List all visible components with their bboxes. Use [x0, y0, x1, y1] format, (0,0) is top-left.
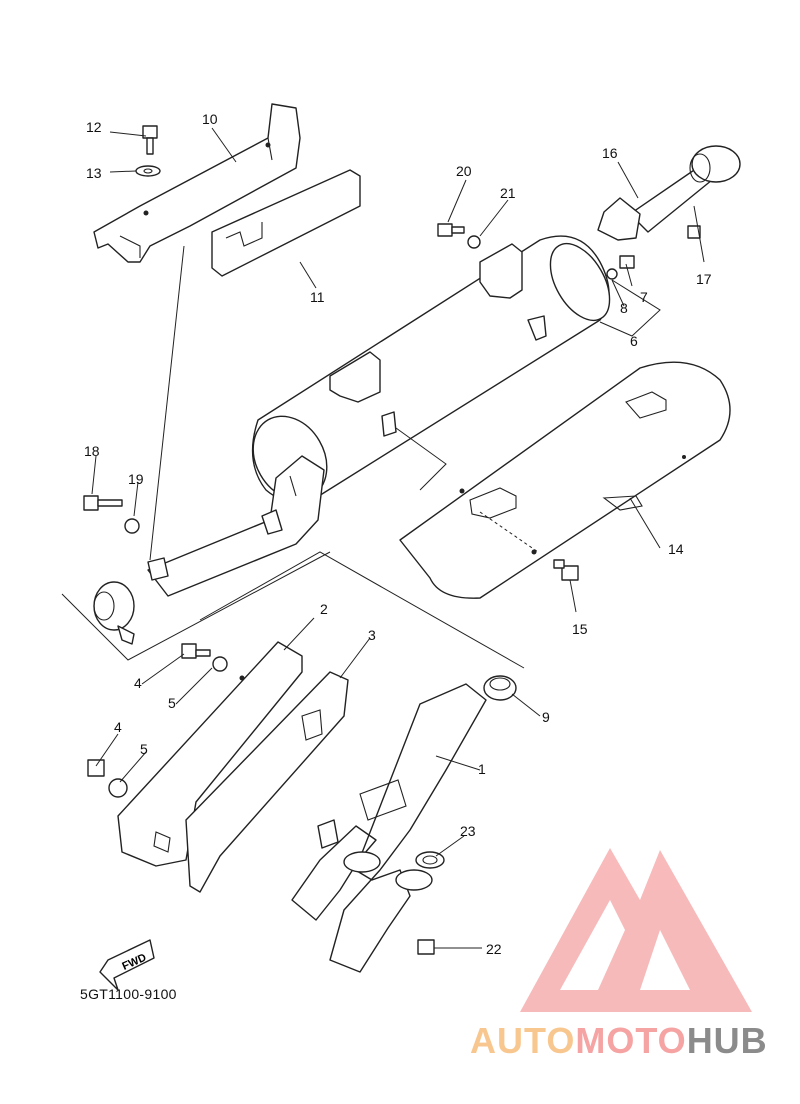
callout-14: 14	[668, 541, 684, 557]
part-18-bolt	[83, 495, 123, 511]
part-23-gasket	[415, 851, 445, 869]
fwd-arrow-icon: FWD	[99, 939, 155, 991]
part-11-gasket	[211, 169, 361, 277]
callout-5-upper: 5	[168, 695, 176, 711]
callout-6: 6	[630, 333, 638, 349]
part-6-muffler	[251, 235, 611, 503]
watermark-moto: MOTO	[575, 1020, 687, 1061]
callout-7: 7	[640, 289, 648, 305]
callout-4-upper: 4	[134, 675, 142, 691]
callout-16: 16	[602, 145, 618, 161]
part-17-bolt	[687, 225, 701, 239]
part-20-bolt	[437, 223, 465, 237]
callout-18: 18	[84, 443, 100, 459]
part-2-protector	[117, 641, 303, 867]
part-9-gasket	[483, 675, 517, 701]
part-3-protector	[185, 671, 349, 893]
callout-11: 11	[310, 289, 325, 305]
callout-8: 8	[620, 300, 628, 316]
callout-12: 12	[86, 119, 102, 135]
callout-22: 22	[486, 941, 502, 957]
leader-lines	[61, 127, 705, 949]
callout-5-lower: 5	[140, 741, 148, 757]
part-15-bolt	[553, 559, 579, 581]
callout-19: 19	[128, 471, 144, 487]
callout-13: 13	[86, 165, 102, 181]
part-10-bracket	[93, 103, 301, 263]
part-12-bolt	[142, 125, 158, 155]
part-21-washer	[467, 235, 481, 249]
part-5-washer-upper	[212, 656, 228, 672]
callout-10: 10	[202, 111, 218, 127]
part-19-washer	[124, 518, 140, 534]
callout-17: 17	[696, 271, 712, 287]
part-13-washer	[135, 165, 161, 177]
part-8-washer	[606, 268, 618, 280]
muffler-inlet-pipe	[147, 455, 325, 597]
callout-1: 1	[478, 761, 486, 777]
part-22-nut	[417, 939, 435, 955]
diagram-code: 5GT1100-9100	[80, 986, 177, 1002]
callout-9: 9	[542, 709, 550, 725]
pipe-clamp	[93, 581, 135, 645]
callout-15: 15	[572, 621, 588, 637]
callout-4-lower: 4	[114, 719, 122, 735]
part-16-tailpipe	[597, 145, 741, 241]
callout-23: 23	[460, 823, 476, 839]
watermark-auto: AUTO	[470, 1020, 576, 1061]
watermark-logo	[520, 848, 752, 1012]
part-5-washer-lower	[108, 778, 128, 798]
watermark-hub: HUB	[686, 1020, 768, 1061]
callout-labels: 1 2 3 4 4 5 5 6 7 8 9 10 11 12 13 14 15 …	[84, 111, 712, 957]
part-14-heat-shield	[399, 361, 731, 599]
part-4-bolt-lower	[87, 759, 105, 777]
callout-2: 2	[320, 601, 328, 617]
part-4-bolt-upper	[181, 643, 211, 659]
callout-20: 20	[456, 163, 472, 179]
watermark-text: AUTOMOTOHUB	[470, 1020, 768, 1062]
callout-3: 3	[368, 627, 376, 643]
callout-21: 21	[500, 185, 516, 201]
